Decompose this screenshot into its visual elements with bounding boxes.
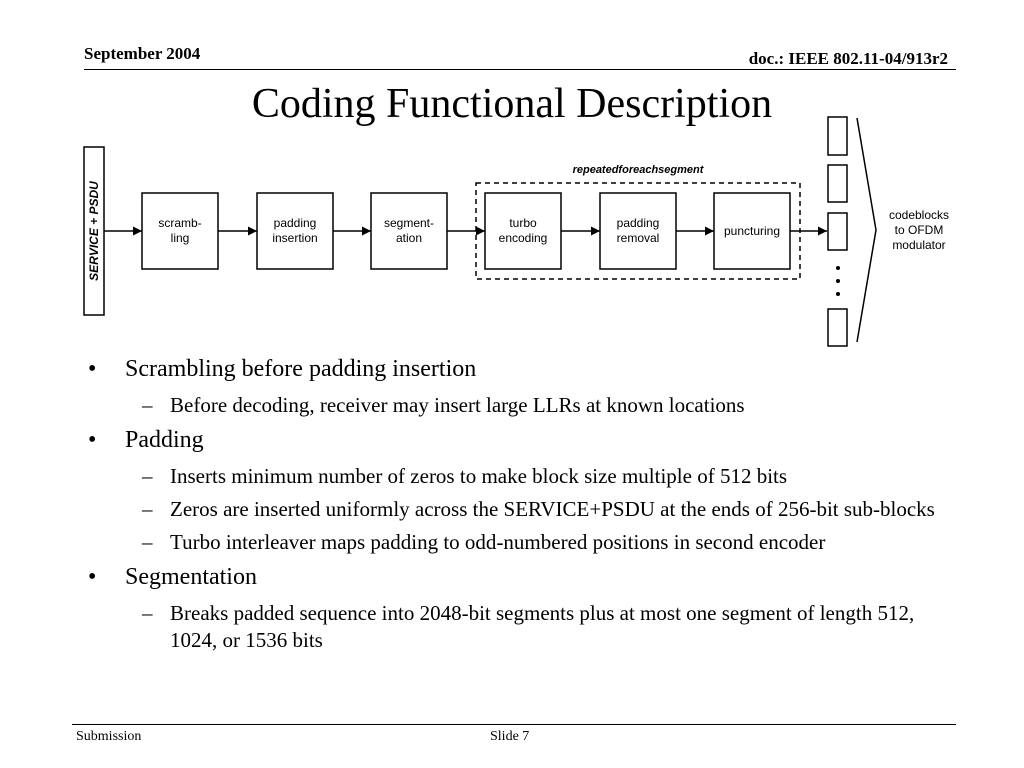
sub-bullet-marker: – bbox=[142, 497, 153, 521]
footer-slide-number: Slide 7 bbox=[490, 729, 530, 744]
sub-bullet-item: –Zeros are inserted uniformly across the… bbox=[88, 496, 948, 523]
segmentation-block-label-line: ation bbox=[396, 231, 422, 245]
bullet-text: Segmentation bbox=[125, 564, 257, 590]
header-date: September 2004 bbox=[84, 44, 201, 63]
output-label-line: to OFDM bbox=[895, 223, 944, 237]
turbo-encoding-block-label-line: turbo bbox=[509, 216, 537, 230]
turbo-encoding-block-label-line: encoding bbox=[499, 231, 548, 245]
segmentation-block-label-line: segment- bbox=[384, 216, 434, 230]
segment-loop-label: repeatedforeachsegment bbox=[573, 164, 705, 176]
sub-bullet-text: Inserts minimum number of zeros to make … bbox=[170, 464, 788, 488]
ellipsis-dot bbox=[836, 292, 840, 296]
bullet-marker: • bbox=[88, 564, 97, 590]
sub-bullet-marker: – bbox=[142, 393, 153, 417]
slide-title: Coding Functional Description bbox=[251, 81, 773, 127]
padding-insertion-block-label-line: insertion bbox=[272, 231, 317, 245]
codeblock bbox=[827, 164, 848, 203]
padding-removal-block bbox=[599, 192, 677, 270]
scrambling-block-label-line: scramb- bbox=[158, 216, 201, 230]
codeblock bbox=[827, 116, 848, 156]
bullet-item: • Segmentation bbox=[88, 562, 948, 592]
codeblock bbox=[827, 212, 848, 251]
bullet-marker: • bbox=[88, 427, 97, 453]
sub-bullet-marker: – bbox=[142, 464, 153, 488]
sub-bullet-item: –Turbo interleaver maps padding to odd-n… bbox=[88, 529, 948, 556]
footer-submission: Submission bbox=[76, 729, 142, 744]
bullet-item: • Padding bbox=[88, 425, 948, 455]
sub-bullet-text: Turbo interleaver maps padding to odd-nu… bbox=[170, 530, 826, 554]
scrambling-block-label-line: ling bbox=[171, 231, 190, 245]
ellipsis-dot bbox=[836, 266, 840, 270]
sub-bullet-text: Before decoding, receiver may insert lar… bbox=[170, 393, 745, 417]
sub-bullet-item: –Inserts minimum number of zeros to make… bbox=[88, 463, 948, 490]
padding-removal-block-label-line: padding bbox=[617, 216, 660, 230]
footer-rule bbox=[72, 724, 956, 725]
sub-bullet-marker: – bbox=[142, 601, 153, 625]
bullet-list: •Scrambling before padding insertion–Bef… bbox=[88, 354, 948, 660]
puncturing-block bbox=[713, 192, 791, 270]
ellipsis-dot bbox=[836, 279, 840, 283]
bullet-marker: • bbox=[88, 356, 97, 382]
padding-insertion-block-label-line: padding bbox=[274, 216, 317, 230]
turbo-encoding-block bbox=[484, 192, 562, 270]
sub-bullet-marker: – bbox=[142, 530, 153, 554]
output-label-line: codeblocks bbox=[889, 208, 949, 222]
padding-removal-block-label-line: removal bbox=[617, 231, 660, 245]
sub-bullet-text: Zeros are inserted uniformly across the … bbox=[170, 497, 935, 521]
codeblock bbox=[827, 308, 848, 347]
sub-bullet-item: –Breaks padded sequence into 2048-bit se… bbox=[88, 600, 948, 654]
header-doc-id: doc.: IEEE 802.11-04/913r2 bbox=[748, 49, 948, 68]
bullet-text: Scrambling before padding insertion bbox=[125, 356, 477, 382]
coding-diagram: SERVICE + PSDU repeatedforeachsegment scra… bbox=[83, 116, 949, 347]
output-label-line: modulator bbox=[892, 238, 945, 252]
bullet-item: • Scrambling before padding insertion bbox=[88, 354, 948, 384]
input-label: SERVICE + PSDU bbox=[87, 181, 101, 281]
puncturing-block-label: puncturing bbox=[724, 224, 780, 238]
bullet-text: Padding bbox=[125, 427, 204, 453]
output-brace bbox=[856, 117, 877, 343]
header-rule bbox=[84, 69, 956, 70]
sub-bullet-text: Breaks padded sequence into 2048-bit seg… bbox=[170, 601, 915, 652]
sub-bullet-item: –Before decoding, receiver may insert la… bbox=[88, 392, 948, 419]
